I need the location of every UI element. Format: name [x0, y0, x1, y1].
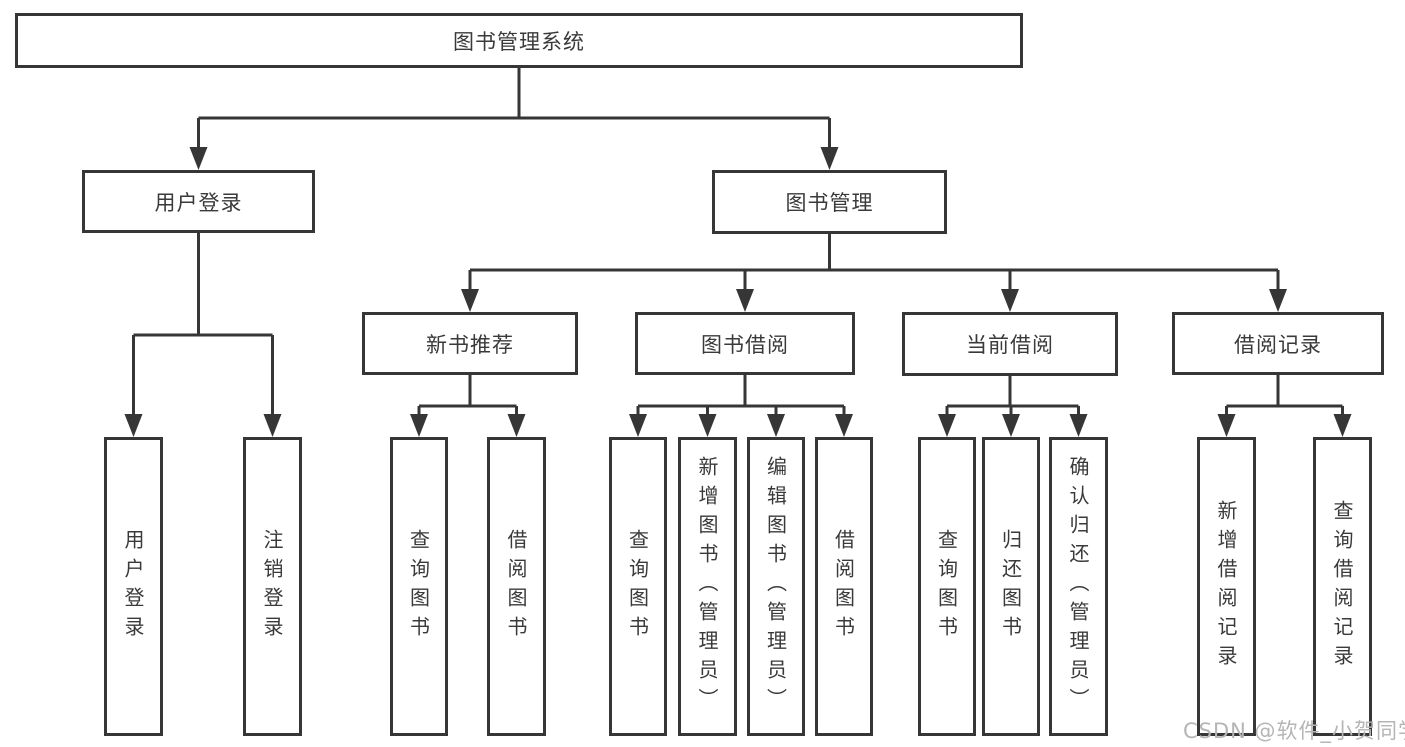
- leaf-borrow-books-borrowing: 借阅图书: [815, 437, 873, 736]
- leaf-query-books-recommend: 查询图书: [390, 437, 448, 736]
- leaf-return-books: 归还图书: [982, 437, 1040, 736]
- leaf-user-login: 用户登录: [104, 437, 163, 736]
- leaf-query-books-current: 查询图书: [918, 437, 976, 736]
- watermark: CSDN @软件_小贺同学: [1183, 719, 1405, 743]
- connector-currentborrow-to-leaves: [938, 373, 1088, 437]
- leaf-edit-books-admin: 编辑图书（管理员）: [747, 437, 805, 736]
- leaf-borrow-books-recommend: 借阅图书: [487, 437, 546, 736]
- leaf-query-books-borrowing: 查询图书: [609, 437, 667, 736]
- node-current-borrowing: 当前借阅: [902, 312, 1118, 376]
- leaf-add-books-admin: 新增图书（管理员）: [678, 437, 737, 736]
- node-user-login: 用户登录: [82, 170, 315, 233]
- connector-bookborrow-to-leaves: [629, 373, 853, 437]
- leaf-add-borrow-record: 新增借阅记录: [1197, 437, 1256, 736]
- connector-userlogin-to-leaves: [124, 231, 282, 437]
- connector-newbookrec-to-leaves: [410, 373, 526, 437]
- node-book-management: 图书管理: [712, 170, 947, 234]
- leaf-confirm-return-admin: 确认归还（管理员）: [1049, 437, 1108, 736]
- node-borrowing-records: 借阅记录: [1172, 312, 1384, 375]
- connector-bookmgmt-to-level3: [461, 233, 1287, 312]
- leaf-query-borrow-record: 查询借阅记录: [1313, 437, 1372, 736]
- leaf-logout: 注销登录: [243, 437, 302, 736]
- connector-root-to-level2: [189, 66, 839, 170]
- connector-borrowrecords-to-leaves: [1217, 373, 1352, 437]
- node-root: 图书管理系统: [15, 13, 1023, 68]
- node-new-book-recommendation: 新书推荐: [362, 312, 578, 375]
- node-book-borrowing: 图书借阅: [635, 312, 855, 375]
